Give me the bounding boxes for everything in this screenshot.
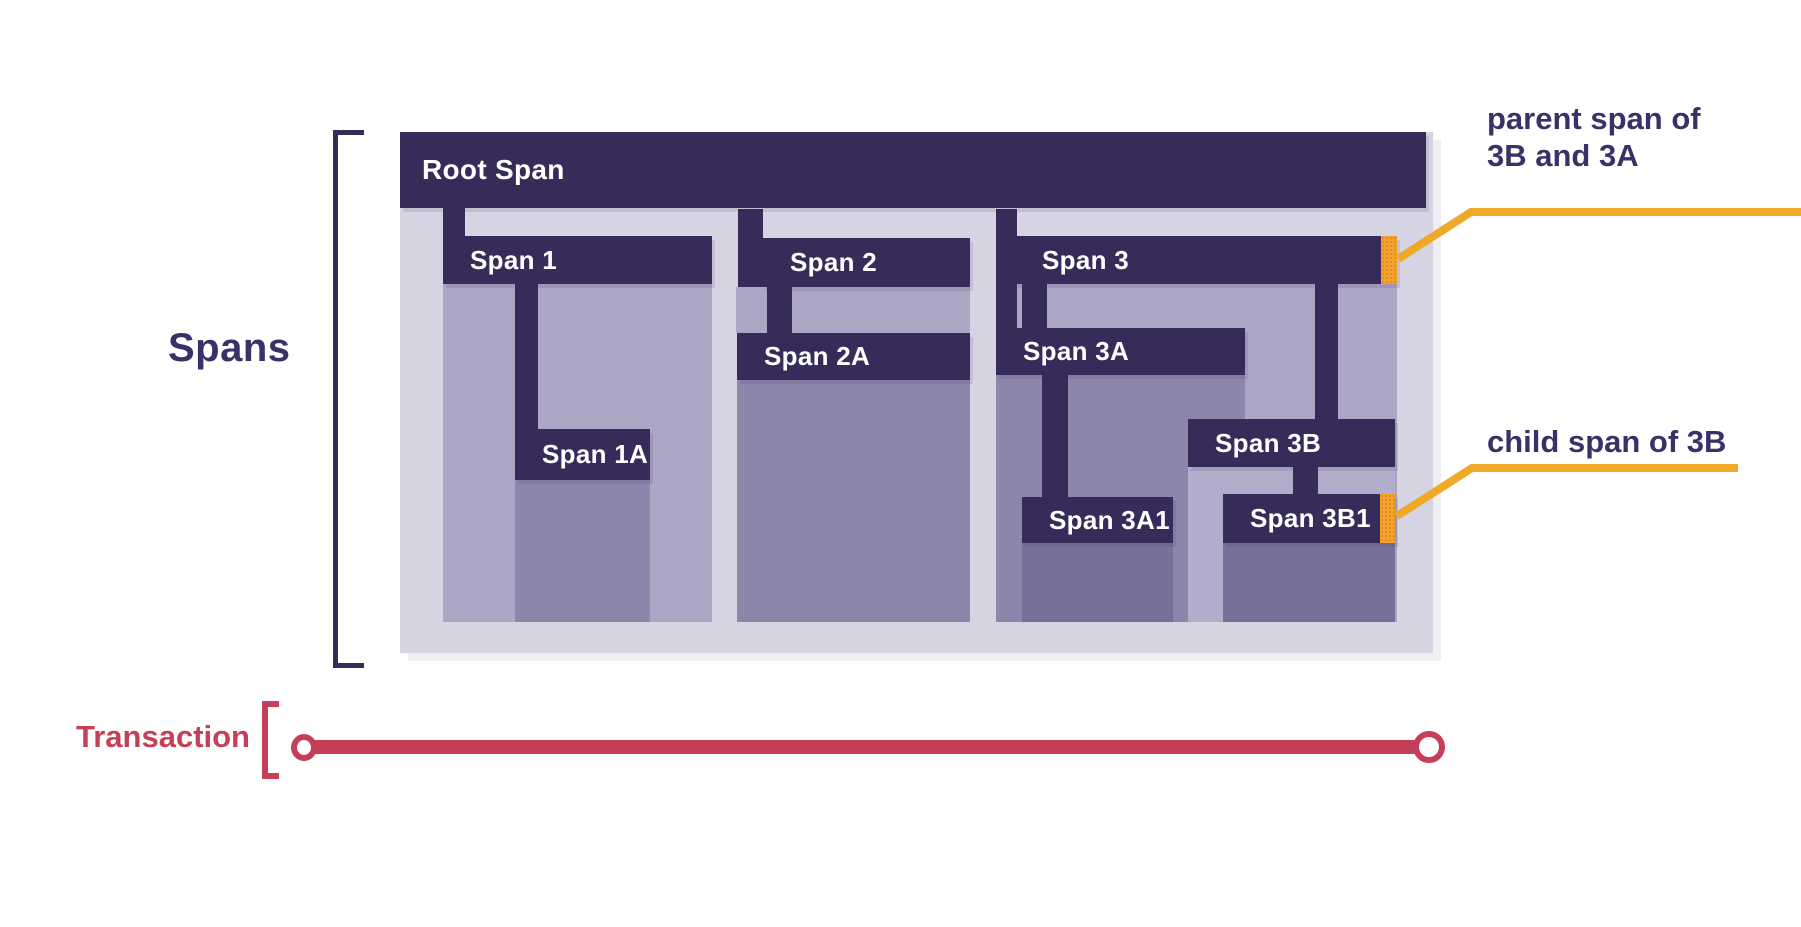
transaction-start-point — [291, 734, 317, 761]
connector-span3-to-span3b — [1315, 284, 1338, 419]
span2a-fill — [737, 333, 970, 622]
span-bar-span3b1-label: Span 3B1 — [1250, 503, 1371, 533]
parent-annotation-line — [1395, 208, 1801, 263]
span-bar-span3a: Span 3A — [996, 328, 1245, 375]
connector-root-to-span2 — [738, 209, 763, 287]
span-bar-span1a-label: Span 1A — [542, 439, 649, 469]
span-bar-span3a-label: Span 3A — [1023, 336, 1130, 366]
trace-container: Root Span Span 1 Span 1A Span 2 Span 2A … — [400, 132, 1433, 653]
span-bar-span1: Span 1 — [443, 236, 712, 284]
span3b1-fill — [1223, 543, 1395, 622]
span-bar-span3b: Span 3B — [1188, 419, 1395, 467]
span3-parent-highlight — [1381, 236, 1397, 284]
span-bar-span3a1: Span 3A1 — [1022, 497, 1173, 543]
span3b1-child-highlight — [1380, 494, 1395, 543]
span-bar-span2a-label: Span 2A — [764, 341, 871, 371]
spans-section-label: Spans — [168, 326, 291, 370]
span-bar-span1-label: Span 1 — [470, 244, 558, 275]
transaction-end-point — [1413, 731, 1445, 763]
connector-span3b-to-span3b1 — [1293, 467, 1318, 494]
spans-bracket — [333, 130, 364, 668]
connector-root-to-span1 — [443, 208, 465, 236]
span-bar-span3a1-label: Span 3A1 — [1049, 504, 1170, 535]
span1a-fill — [515, 480, 650, 622]
connector-span2-to-span2a — [767, 287, 792, 333]
span-bar-span3b-label: Span 3B — [1215, 427, 1322, 458]
connector-span1-to-span1a — [515, 284, 538, 429]
child-annotation-line — [1394, 464, 1738, 520]
annotation-parent-span: parent span of 3B and 3A — [1487, 100, 1701, 174]
span-bar-span2a: Span 2A — [737, 333, 970, 380]
span-bar-span1a: Span 1A — [515, 429, 650, 480]
span-bar-span3b1: Span 3B1 — [1223, 494, 1395, 543]
span-bar-span3-label: Span 3 — [1042, 244, 1130, 275]
connector-root-to-span3 — [996, 209, 1017, 328]
span-bar-root: Root Span — [400, 132, 1426, 208]
span-bar-span3: Span 3 — [1015, 236, 1397, 284]
transaction-section-label: Transaction — [76, 719, 250, 754]
annotation-parent-line2: 3B and 3A — [1487, 138, 1639, 173]
span-bar-root-label: Root Span — [422, 154, 565, 185]
annotation-parent-line1: parent span of — [1487, 101, 1701, 136]
transaction-bracket — [262, 701, 279, 779]
span-bar-span2-label: Span 2 — [790, 247, 878, 277]
span3a1-fill — [1022, 543, 1173, 622]
connector-span3-to-span3a — [1022, 284, 1047, 328]
connector-span3a-to-span3a1 — [1042, 375, 1068, 497]
span-bar-span2: Span 2 — [763, 238, 970, 287]
annotation-child-span: child span of 3B — [1487, 424, 1727, 459]
transaction-timeline — [314, 740, 1416, 754]
